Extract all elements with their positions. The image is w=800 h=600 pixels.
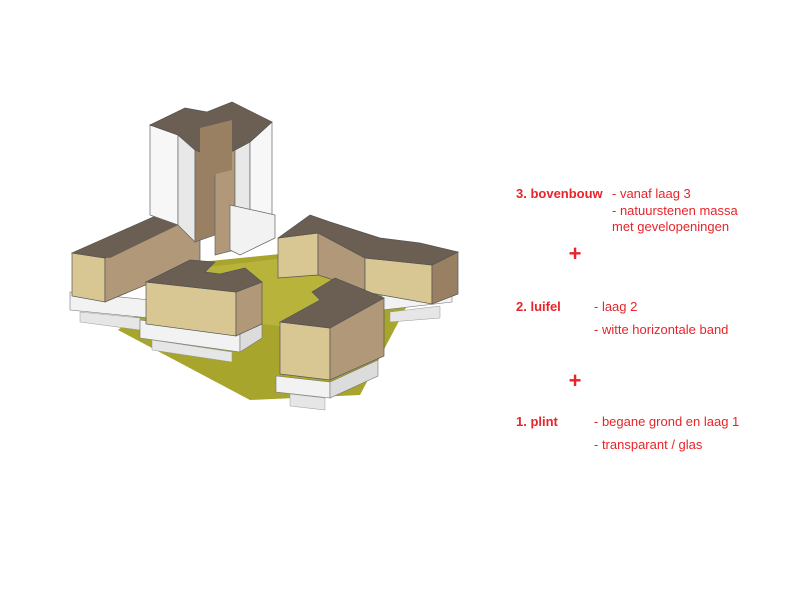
front-right-front	[279, 321, 331, 381]
right-wing-roof	[277, 214, 460, 266]
front-right-roof	[278, 277, 385, 329]
plus-separator: +	[568, 241, 582, 266]
left-wing-front	[71, 252, 106, 303]
legend-line: - natuurstenen massa	[612, 203, 738, 218]
legend-title-luifel: 2. luifel	[516, 299, 561, 314]
front-left-block	[139, 259, 263, 363]
legend-line: - witte horizontale band	[594, 322, 729, 337]
legend-title-bovenbouw: 3. bovenbouw	[516, 186, 603, 201]
plus-separator: +	[568, 368, 582, 393]
legend-line: met gevelopeningen	[612, 219, 730, 234]
legend-title-plint: 1. plint	[516, 414, 558, 429]
tower	[149, 101, 276, 256]
legend-line: - vanaf laag 3	[612, 186, 691, 201]
legend-line: - begane grond en laag 1	[594, 414, 740, 429]
front-right-block	[275, 277, 385, 411]
legend-line: - transparant / glas	[594, 437, 703, 452]
right-wing	[277, 214, 460, 323]
left-wing	[69, 211, 206, 331]
legend-line: - laag 2	[594, 299, 638, 314]
front-left-roof	[144, 259, 263, 293]
right-wing-front-left	[277, 232, 319, 279]
